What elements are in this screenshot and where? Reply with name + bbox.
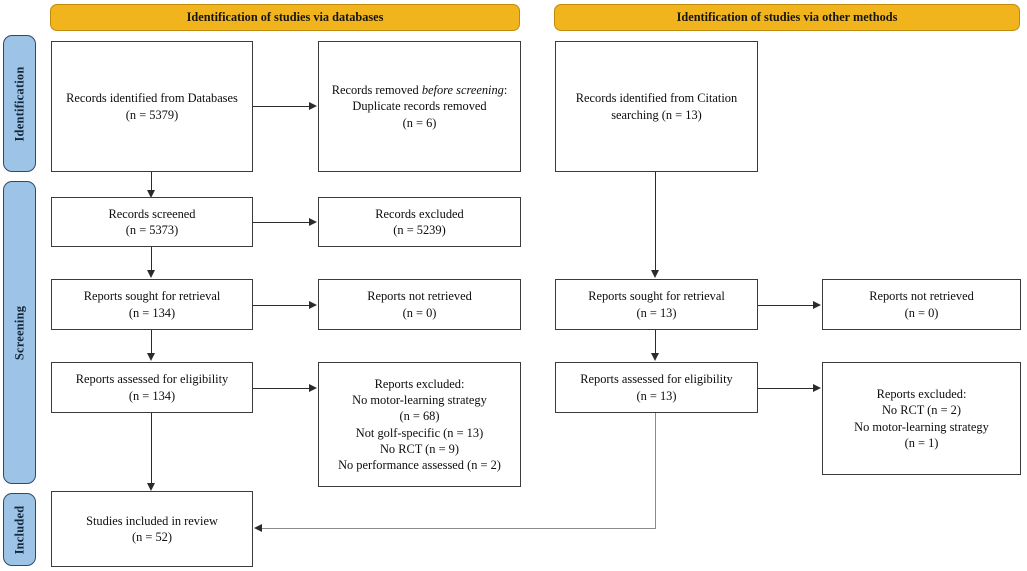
connector-sought-to-not-retrieved-db <box>253 305 310 307</box>
box-reports-not-retrieved-other: Reports not retrieved (n = 0) <box>822 279 1021 330</box>
box-reports-not-retrieved-databases: Reports not retrieved (n = 0) <box>318 279 521 330</box>
records-excluded-line1: Records excluded <box>375 206 464 221</box>
connector-sought-to-assessed-other <box>655 330 657 355</box>
connector-assessed-other-to-included-horizontal <box>262 528 656 530</box>
phase-identification-text: Identification <box>12 65 26 142</box>
phase-included-text: Included <box>12 505 26 554</box>
connector-identified-to-screened <box>151 172 153 193</box>
connector-identified-to-removed <box>253 106 310 108</box>
reports-sought-other-line2: (n = 13) <box>636 305 677 320</box>
box-reports-assessed-databases: Reports assessed for eligibility (n = 13… <box>51 362 253 413</box>
records-removed-line1-emphasis: before screening <box>421 83 504 98</box>
banner-identification-databases: Identification of studies via databases <box>50 4 520 31</box>
arrow-sought-to-not-retrieved-other <box>813 301 821 309</box>
reports-not-retrieved-db-line1: Reports not retrieved <box>367 289 472 304</box>
reports-excluded-db-line1: Reports excluded: <box>374 377 465 392</box>
reports-not-retrieved-other-line2: (n = 0) <box>904 305 939 320</box>
connector-sought-to-assessed-db <box>151 330 153 355</box>
records-removed-line2: Duplicate records removed <box>352 99 487 114</box>
records-removed-line1: Records removed before screening: <box>325 82 514 98</box>
box-records-identified-citation: Records identified from Citation searchi… <box>555 41 758 172</box>
reports-excluded-db-line4: Not golf-specific (n = 13) <box>355 425 484 440</box>
reports-sought-db-line2: (n = 134) <box>128 305 176 320</box>
arrow-identified-to-removed <box>309 102 317 110</box>
box-reports-assessed-other: Reports assessed for eligibility (n = 13… <box>555 362 758 413</box>
box-records-identified-databases: Records identified from Databases (n = 5… <box>51 41 253 172</box>
studies-included-line2: (n = 52) <box>131 530 173 544</box>
records-screened-line1: Records screened <box>108 206 196 221</box>
connector-citation-to-sought-other <box>655 172 657 272</box>
studies-included-line1: Studies included in review <box>86 513 218 528</box>
arrow-screened-to-sought <box>147 270 155 278</box>
records-identified-databases-line1: Records identified from Databases <box>66 91 238 106</box>
reports-excluded-other-line2: No RCT (n = 2) <box>881 403 962 418</box>
arrow-assessed-to-excluded-other <box>813 384 821 392</box>
reports-excluded-other-line1: Reports excluded: <box>876 387 967 402</box>
records-identified-citation-line1: Records identified from Citation <box>575 91 738 106</box>
banner-identification-other-methods: Identification of studies via other meth… <box>554 4 1020 31</box>
connector-assessed-db-to-included <box>151 413 153 485</box>
connector-screened-to-sought <box>151 247 153 272</box>
connector-screened-to-excluded <box>253 222 310 224</box>
box-reports-excluded-databases: Reports excluded: No motor-learning stra… <box>318 362 521 487</box>
arrow-screened-to-excluded <box>309 218 317 226</box>
reports-assessed-db-line1: Reports assessed for eligibility <box>75 372 229 387</box>
records-identified-databases-line2: (n = 5379) <box>125 107 179 122</box>
reports-excluded-db-line2: No motor-learning strategy <box>352 393 487 408</box>
connector-assessed-to-excluded-other <box>758 388 814 390</box>
reports-assessed-other-line1: Reports assessed for eligibility <box>580 372 733 387</box>
reports-sought-other-line1: Reports sought for retrieval <box>588 289 725 304</box>
reports-assessed-other-line2: (n = 13) <box>636 388 677 403</box>
arrow-sought-to-assessed-db <box>147 353 155 361</box>
records-removed-line1-b: : <box>503 83 508 98</box>
arrow-citation-to-sought-other <box>651 270 659 278</box>
arrow-sought-to-not-retrieved-db <box>309 301 317 309</box>
records-removed-line3: (n = 6) <box>402 115 437 130</box>
box-reports-excluded-other: Reports excluded: No RCT (n = 2) No moto… <box>822 362 1021 475</box>
records-removed-line1-a: Records removed <box>331 83 422 98</box>
reports-assessed-db-line2: (n = 134) <box>128 388 176 403</box>
box-reports-sought-databases: Reports sought for retrieval (n = 134) <box>51 279 253 330</box>
arrow-assessed-other-to-included <box>254 524 262 532</box>
reports-excluded-other-line4: (n = 1) <box>904 435 939 450</box>
reports-excluded-other-line3: No motor-learning strategy <box>854 419 989 434</box>
banner-databases-text: Identification of studies via databases <box>186 10 384 24</box>
box-records-removed: Records removed before screening: Duplic… <box>318 41 521 172</box>
records-identified-citation-line2: searching (n = 13) <box>611 107 702 122</box>
connector-assessed-other-to-included-vertical <box>655 413 657 529</box>
box-records-screened: Records screened (n = 5373) <box>51 197 253 247</box>
reports-not-retrieved-other-line1: Reports not retrieved <box>869 289 974 304</box>
phase-label-identification: Identification <box>3 35 36 172</box>
box-studies-included: Studies included in review (n = 52) <box>51 491 253 567</box>
arrow-identified-to-screened <box>147 190 155 198</box>
reports-excluded-db-line5: No RCT (n = 9) <box>379 441 460 456</box>
banner-other-methods-text: Identification of studies via other meth… <box>676 10 898 24</box>
records-screened-line2: (n = 5373) <box>125 223 179 237</box>
arrow-assessed-db-to-included <box>147 483 155 491</box>
arrow-assessed-to-excluded-db <box>309 384 317 392</box>
box-reports-sought-other: Reports sought for retrieval (n = 13) <box>555 279 758 330</box>
records-excluded-line2: (n = 5239) <box>393 223 446 237</box>
arrow-sought-to-assessed-other <box>651 353 659 361</box>
reports-excluded-db-line3: (n = 68) <box>399 409 440 424</box>
connector-sought-to-not-retrieved-other <box>758 305 814 307</box>
phase-screening-text: Screening <box>12 305 26 360</box>
phase-label-included: Included <box>3 493 36 566</box>
connector-assessed-to-excluded-db <box>253 388 310 390</box>
phase-label-screening: Screening <box>3 181 36 484</box>
box-records-excluded: Records excluded (n = 5239) <box>318 197 521 247</box>
reports-excluded-db-line6: No performance assessed (n = 2) <box>338 457 501 472</box>
reports-not-retrieved-db-line2: (n = 0) <box>402 305 437 320</box>
reports-sought-db-line1: Reports sought for retrieval <box>83 289 221 304</box>
